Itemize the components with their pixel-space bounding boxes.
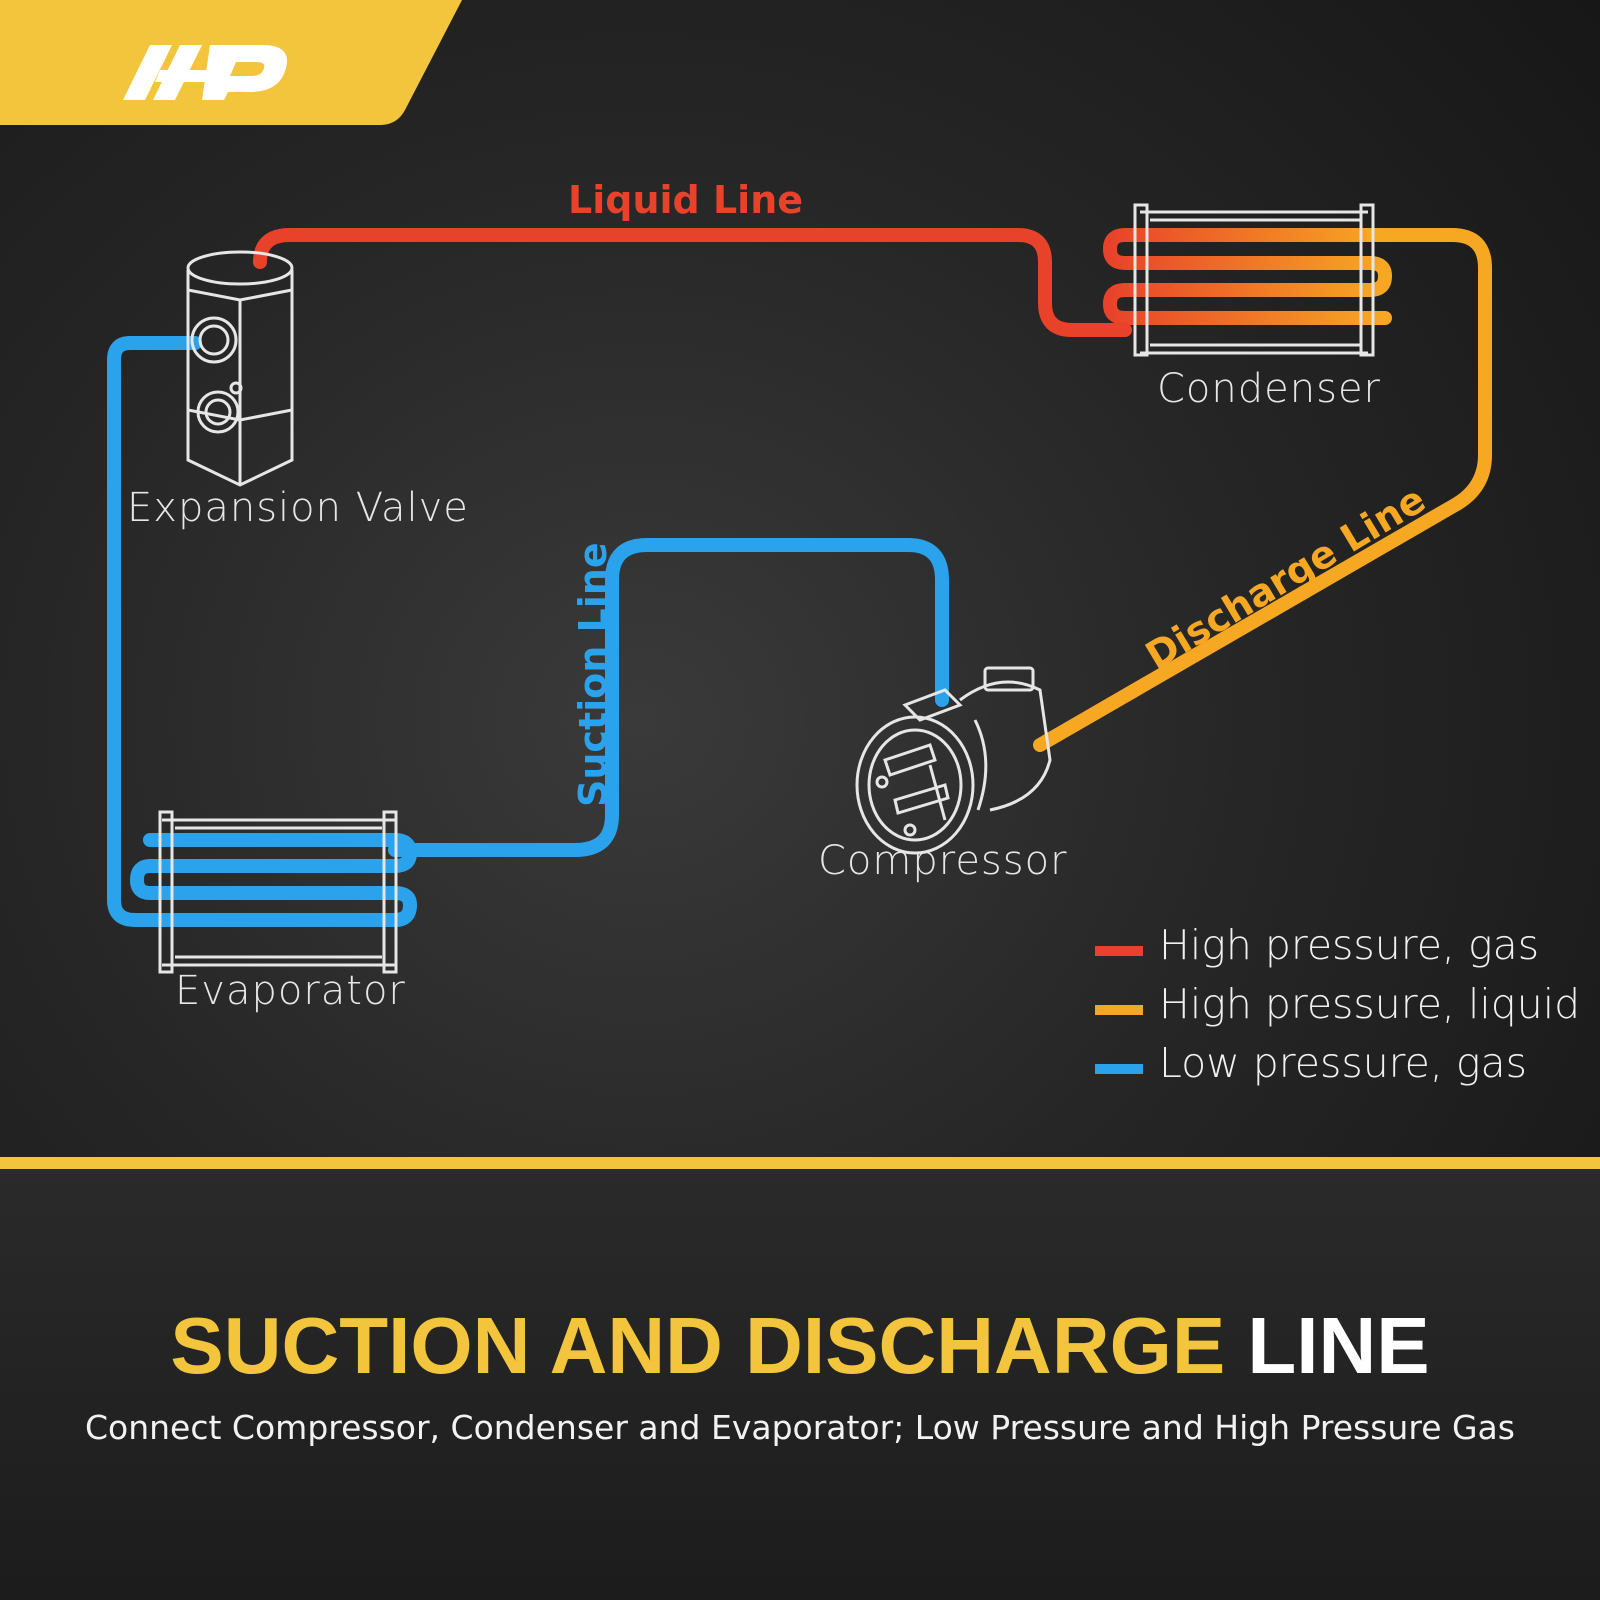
- suction-line-pipe: [107, 336, 202, 927]
- ac-system-diagram: [107, 203, 1492, 974]
- legend-item-high-liquid: High pressure, liquid: [1095, 974, 1580, 1033]
- suction-line-return: [388, 538, 949, 857]
- expansion-valve-icon: [186, 250, 294, 487]
- logo-tab: [0, 0, 462, 125]
- page-subtitle: Connect Compressor, Condenser and Evapor…: [85, 1408, 1515, 1447]
- page-title-highlight: SUCTION AND DISCHARGE: [170, 1301, 1226, 1390]
- legend-label: High pressure, liquid: [1159, 979, 1581, 1028]
- compressor-label: Compressor: [818, 838, 1068, 884]
- section-divider: [0, 1157, 1600, 1169]
- liquid-line-pipe: [253, 228, 1132, 337]
- evaporator-coil: [129, 833, 418, 927]
- liquid-line-label: Liquid Line: [568, 178, 804, 222]
- evaporator-label: Evaporator: [175, 968, 406, 1014]
- caption-panel: [0, 1169, 1600, 1600]
- a-premium-logo-icon: [123, 45, 287, 100]
- condenser-coil: [1102, 228, 1393, 325]
- expansion-valve-label: Expansion Valve: [127, 485, 469, 531]
- suction-line-label: Suction Line: [571, 542, 615, 807]
- legend-swatch-high-liquid: [1095, 1004, 1143, 1015]
- compressor-icon: [855, 666, 1052, 855]
- condenser-label: Condenser: [1157, 366, 1381, 412]
- discharge-line-pipe: [1033, 228, 1492, 752]
- legend-label: High pressure, gas: [1159, 920, 1540, 969]
- page-title: SUCTION AND DISCHARGE LINE: [0, 1300, 1600, 1392]
- legend-item-low-gas: Low pressure, gas: [1095, 1033, 1580, 1092]
- legend-item-high-gas: High pressure, gas: [1095, 915, 1580, 974]
- legend-swatch-high-gas: [1095, 945, 1143, 956]
- legend: High pressure, gas High pressure, liquid…: [1095, 915, 1580, 1092]
- evaporator-icon: [158, 810, 398, 974]
- legend-swatch-low-gas: [1095, 1063, 1143, 1074]
- condenser-icon: [1133, 203, 1375, 357]
- page-title-rest: LINE: [1247, 1301, 1430, 1390]
- legend-label: Low pressure, gas: [1159, 1038, 1528, 1087]
